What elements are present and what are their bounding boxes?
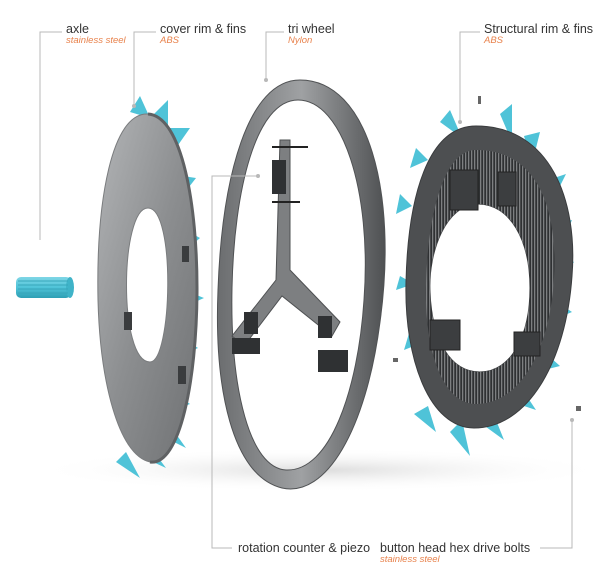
- structural-rim-material: ABS: [484, 35, 504, 47]
- structural-rim-part: [396, 104, 574, 456]
- tri-wheel-part: [217, 79, 386, 490]
- structural-rim-name: Structural rim & fins: [484, 22, 594, 36]
- bolts-label: button head hex drive bolts stainless st…: [380, 541, 530, 566]
- leader-lines: [39, 31, 573, 549]
- tri-wheel-name: tri wheel: [288, 22, 335, 36]
- tri-wheel-material: Nylon: [288, 35, 313, 47]
- rotation-counter-name: rotation counter & piezo: [238, 541, 371, 555]
- tri-wheel-label: tri wheel Nylon: [288, 22, 335, 47]
- axle-material: stainless steel: [66, 35, 126, 47]
- bolts-name: button head hex drive bolts: [380, 541, 531, 555]
- cover-rim-name: cover rim & fins: [160, 22, 247, 36]
- axle-name: axle: [66, 22, 89, 36]
- rotation-counter-label: rotation counter & piezo: [238, 541, 370, 555]
- cover-rim-part: [97, 96, 204, 478]
- structural-rim-label: Structural rim & fins ABS: [484, 22, 593, 47]
- cover-rim-label: cover rim & fins ABS: [160, 22, 246, 47]
- bolt-icon: [393, 96, 581, 411]
- axle-label: axle stainless steel: [66, 22, 126, 47]
- bolts-material: stainless steel: [380, 554, 440, 566]
- cover-rim-material: ABS: [160, 35, 180, 47]
- axle-part: [16, 277, 74, 298]
